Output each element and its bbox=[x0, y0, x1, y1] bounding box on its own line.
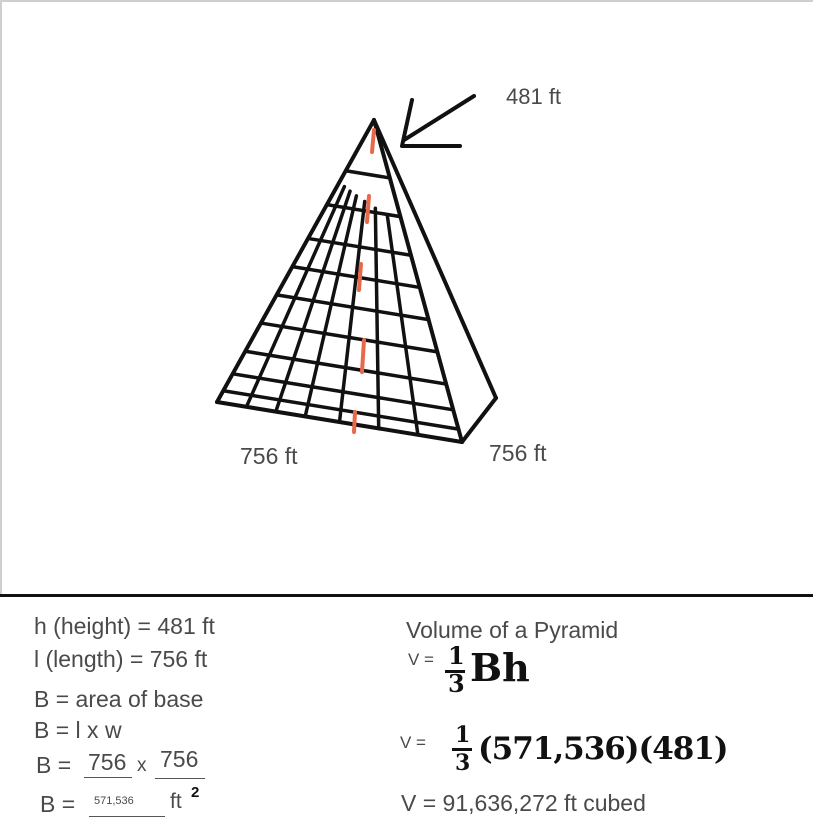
grid-vertical-line bbox=[337, 199, 367, 424]
pyramid-front-edge bbox=[372, 118, 464, 444]
base-right-label: 756 ft bbox=[489, 440, 547, 466]
substitution-fraction-numerator: 1 bbox=[455, 722, 471, 748]
grid-vertical-line bbox=[274, 189, 352, 414]
height-dash bbox=[370, 128, 376, 154]
area-value: 571,536 bbox=[94, 795, 134, 807]
pyramid-right-edge bbox=[372, 118, 498, 400]
height-given: h (height) = 481 ft bbox=[34, 613, 215, 639]
formula-fraction-bar bbox=[445, 670, 465, 673]
grid-vertical-line bbox=[385, 213, 420, 437]
area-unit: ft bbox=[170, 790, 182, 813]
base-width-value: 756 bbox=[160, 746, 199, 772]
substitution-fraction-denominator: 3 bbox=[455, 750, 471, 776]
area-exponent: 2 bbox=[191, 784, 200, 801]
grid-vertical-line bbox=[373, 206, 381, 431]
pyramid-left-edge bbox=[215, 118, 376, 404]
base-length-underline bbox=[84, 777, 132, 778]
substitution-fraction-bar bbox=[452, 748, 472, 751]
volume-result: V = 91,636,272 ft cubed bbox=[401, 790, 646, 816]
substitution-values: (571,536)(481) bbox=[478, 731, 729, 767]
formula-fraction-denominator: 3 bbox=[448, 669, 465, 698]
section-divider bbox=[0, 594, 813, 597]
grid-vertical-line bbox=[303, 194, 359, 419]
grid-vertical-line bbox=[244, 184, 347, 409]
length-given: l (length) = 756 ft bbox=[34, 646, 208, 672]
height-dash bbox=[357, 262, 363, 292]
area-underline bbox=[89, 816, 165, 817]
base-length-value: 756 bbox=[88, 749, 127, 775]
base-times-sign: x bbox=[137, 755, 147, 776]
grid-horizontal-line bbox=[343, 169, 392, 180]
apex-arrow bbox=[400, 94, 476, 148]
area-calc-prefix: B = bbox=[40, 791, 76, 817]
volume-substitution-prefix: V = bbox=[400, 733, 426, 752]
pyramid-diagram bbox=[215, 94, 498, 444]
top-border bbox=[0, 0, 813, 2]
apex-height-label: 481 ft bbox=[506, 84, 562, 109]
height-dash bbox=[360, 338, 366, 374]
volume-title: Volume of a Pyramid bbox=[406, 617, 619, 643]
height-dash bbox=[352, 410, 357, 434]
base-width-underline bbox=[155, 778, 205, 779]
formula-fraction-numerator: 1 bbox=[448, 641, 465, 670]
height-dash bbox=[365, 194, 371, 224]
left-border bbox=[0, 0, 2, 594]
base-left-label: 756 ft bbox=[240, 443, 298, 469]
base-definition: B = area of base bbox=[34, 686, 204, 712]
pyramid-base-right bbox=[460, 396, 498, 444]
formula-bh: Bh bbox=[470, 645, 530, 690]
base-calc-prefix: B = bbox=[36, 752, 72, 778]
volume-formula-prefix: V = bbox=[408, 650, 434, 669]
base-formula: B = l x w bbox=[34, 717, 122, 743]
